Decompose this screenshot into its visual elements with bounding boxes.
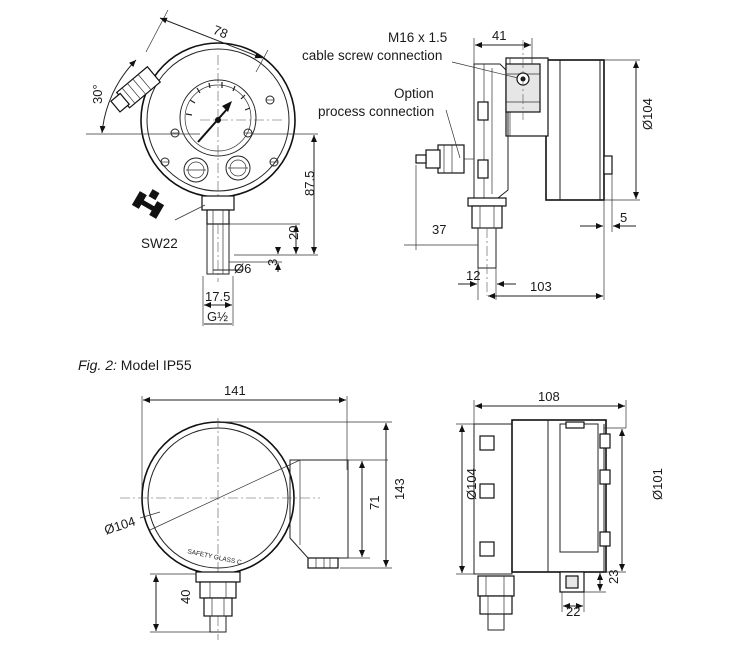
option-line1: Option: [394, 86, 434, 101]
dim-40: 40: [178, 590, 193, 604]
dial-ticks: [185, 82, 251, 116]
dim-3: 3: [265, 259, 280, 266]
caption-text: Model IP55: [117, 357, 192, 373]
dim-dia-104-front: Ø104: [102, 514, 137, 538]
cable-gland: [110, 65, 162, 113]
ip55-front-view: 141 SAFETY GLASS C Ø104 71: [102, 383, 407, 640]
dim-17-5: 17.5: [205, 289, 230, 304]
ip55-side-view: 108 Ø104 Ø101: [456, 389, 665, 631]
dim-5: 5: [620, 210, 627, 225]
dim-108: 108: [538, 389, 560, 404]
figure-caption: Fig. 2: Model IP55: [78, 357, 192, 373]
dim-dia-104-side: Ø104: [640, 98, 655, 130]
dim-20: 20: [286, 226, 301, 240]
option-line2: process connection: [318, 104, 434, 119]
dim-23: 23: [606, 570, 621, 584]
cable-note-line2: cable screw connection: [302, 48, 442, 63]
dim-87-5: 87.5: [302, 171, 317, 196]
dim-dia-104-side-ip55: Ø104: [464, 468, 479, 500]
dim-71: 71: [367, 496, 382, 510]
thread-label: G½: [207, 309, 228, 324]
dim-angle: 30°: [90, 84, 105, 104]
wrench-icon: [131, 189, 165, 219]
dim-103: 103: [530, 279, 552, 294]
dim-141: 141: [224, 383, 246, 398]
dim-bore: Ø6: [234, 261, 251, 276]
option-process-connection: [415, 144, 474, 174]
case-screws: [160, 95, 279, 167]
wrench-size-label: SW22: [141, 236, 178, 251]
side-view-gauge: M16 x 1.5 cable screw connection Option …: [302, 28, 655, 300]
dim-dia-101: Ø101: [650, 468, 665, 500]
caption-prefix: Fig. 2:: [78, 357, 117, 373]
dim-12: 12: [466, 268, 480, 283]
dim-37: 37: [432, 222, 446, 237]
dim-143: 143: [392, 478, 407, 500]
dim-78: 78: [211, 22, 230, 41]
dim-22: 22: [566, 604, 580, 619]
cable-note-line1: M16 x 1.5: [388, 30, 447, 45]
dim-41: 41: [492, 28, 506, 43]
front-view-gauge: SW22 78 30° 87.5 20 3 Ø6 17.5 G½: [86, 9, 318, 326]
gauge-needle: [197, 107, 229, 143]
